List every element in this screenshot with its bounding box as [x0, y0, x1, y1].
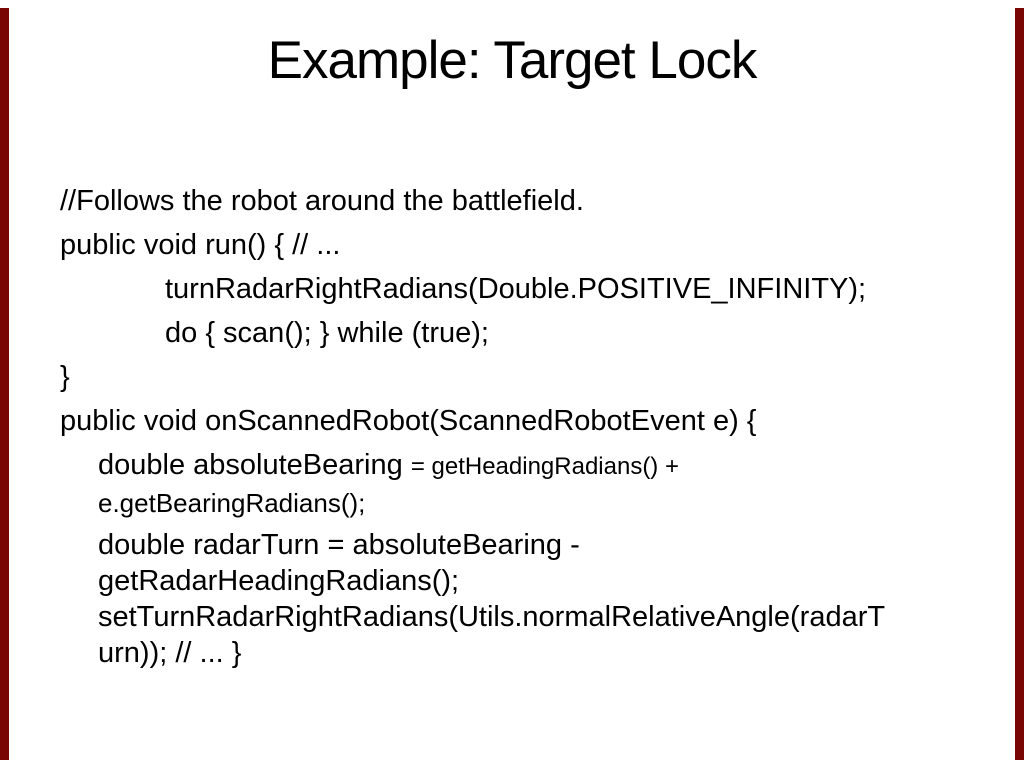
code-line-radar-heading: getRadarHeadingRadians();: [60, 563, 990, 599]
code-text: turnRadarRightRadians(Double.POSITIVE_IN…: [165, 273, 867, 305]
code-text: double absoluteBearing: [98, 449, 411, 481]
code-line-radar-turn: double radarTurn = absoluteBearing -: [60, 527, 990, 563]
code-line-run-signature: public void run() { // ...: [60, 227, 990, 263]
code-text: public void onScannedRobot(ScannedRobotE…: [60, 405, 757, 437]
right-edge-bar: [1015, 8, 1024, 760]
code-line-set-turn-radar: setTurnRadarRightRadians(Utils.normalRel…: [60, 599, 990, 635]
slide-title: Example: Target Lock: [267, 31, 758, 90]
code-line-wrap-tail: urn)); // ... }: [60, 635, 990, 671]
code-line-close-brace: }: [60, 359, 990, 395]
code-text: urn)); // ... }: [98, 637, 242, 669]
left-edge-bar: [0, 8, 9, 760]
code-line-onscanned-signature: public void onScannedRobot(ScannedRobotE…: [60, 403, 990, 439]
code-text: //Follows the robot around the battlefie…: [60, 185, 584, 217]
code-line-turn-radar: turnRadarRightRadians(Double.POSITIVE_IN…: [60, 271, 990, 307]
code-line-get-bearing: e.getBearingRadians();: [60, 485, 990, 521]
slide-body: //Follows the robot around the battlefie…: [60, 183, 990, 671]
code-text: }: [60, 361, 70, 393]
code-text: getRadarHeadingRadians();: [98, 565, 460, 597]
code-text: e.getBearingRadians();: [98, 488, 366, 518]
code-text: = getHeadingRadians() +: [410, 453, 679, 480]
code-line-do-while: do { scan(); } while (true);: [60, 315, 990, 351]
code-text: do { scan(); } while (true);: [165, 317, 489, 349]
code-line-absolute-bearing: double absoluteBearing = getHeadingRadia…: [60, 447, 990, 485]
code-text: setTurnRadarRightRadians(Utils.normalRel…: [98, 601, 886, 633]
code-text: public void run() { // ...: [60, 229, 341, 261]
code-text: double radarTurn = absoluteBearing -: [98, 529, 580, 561]
code-line-comment: //Follows the robot around the battlefie…: [60, 183, 990, 219]
